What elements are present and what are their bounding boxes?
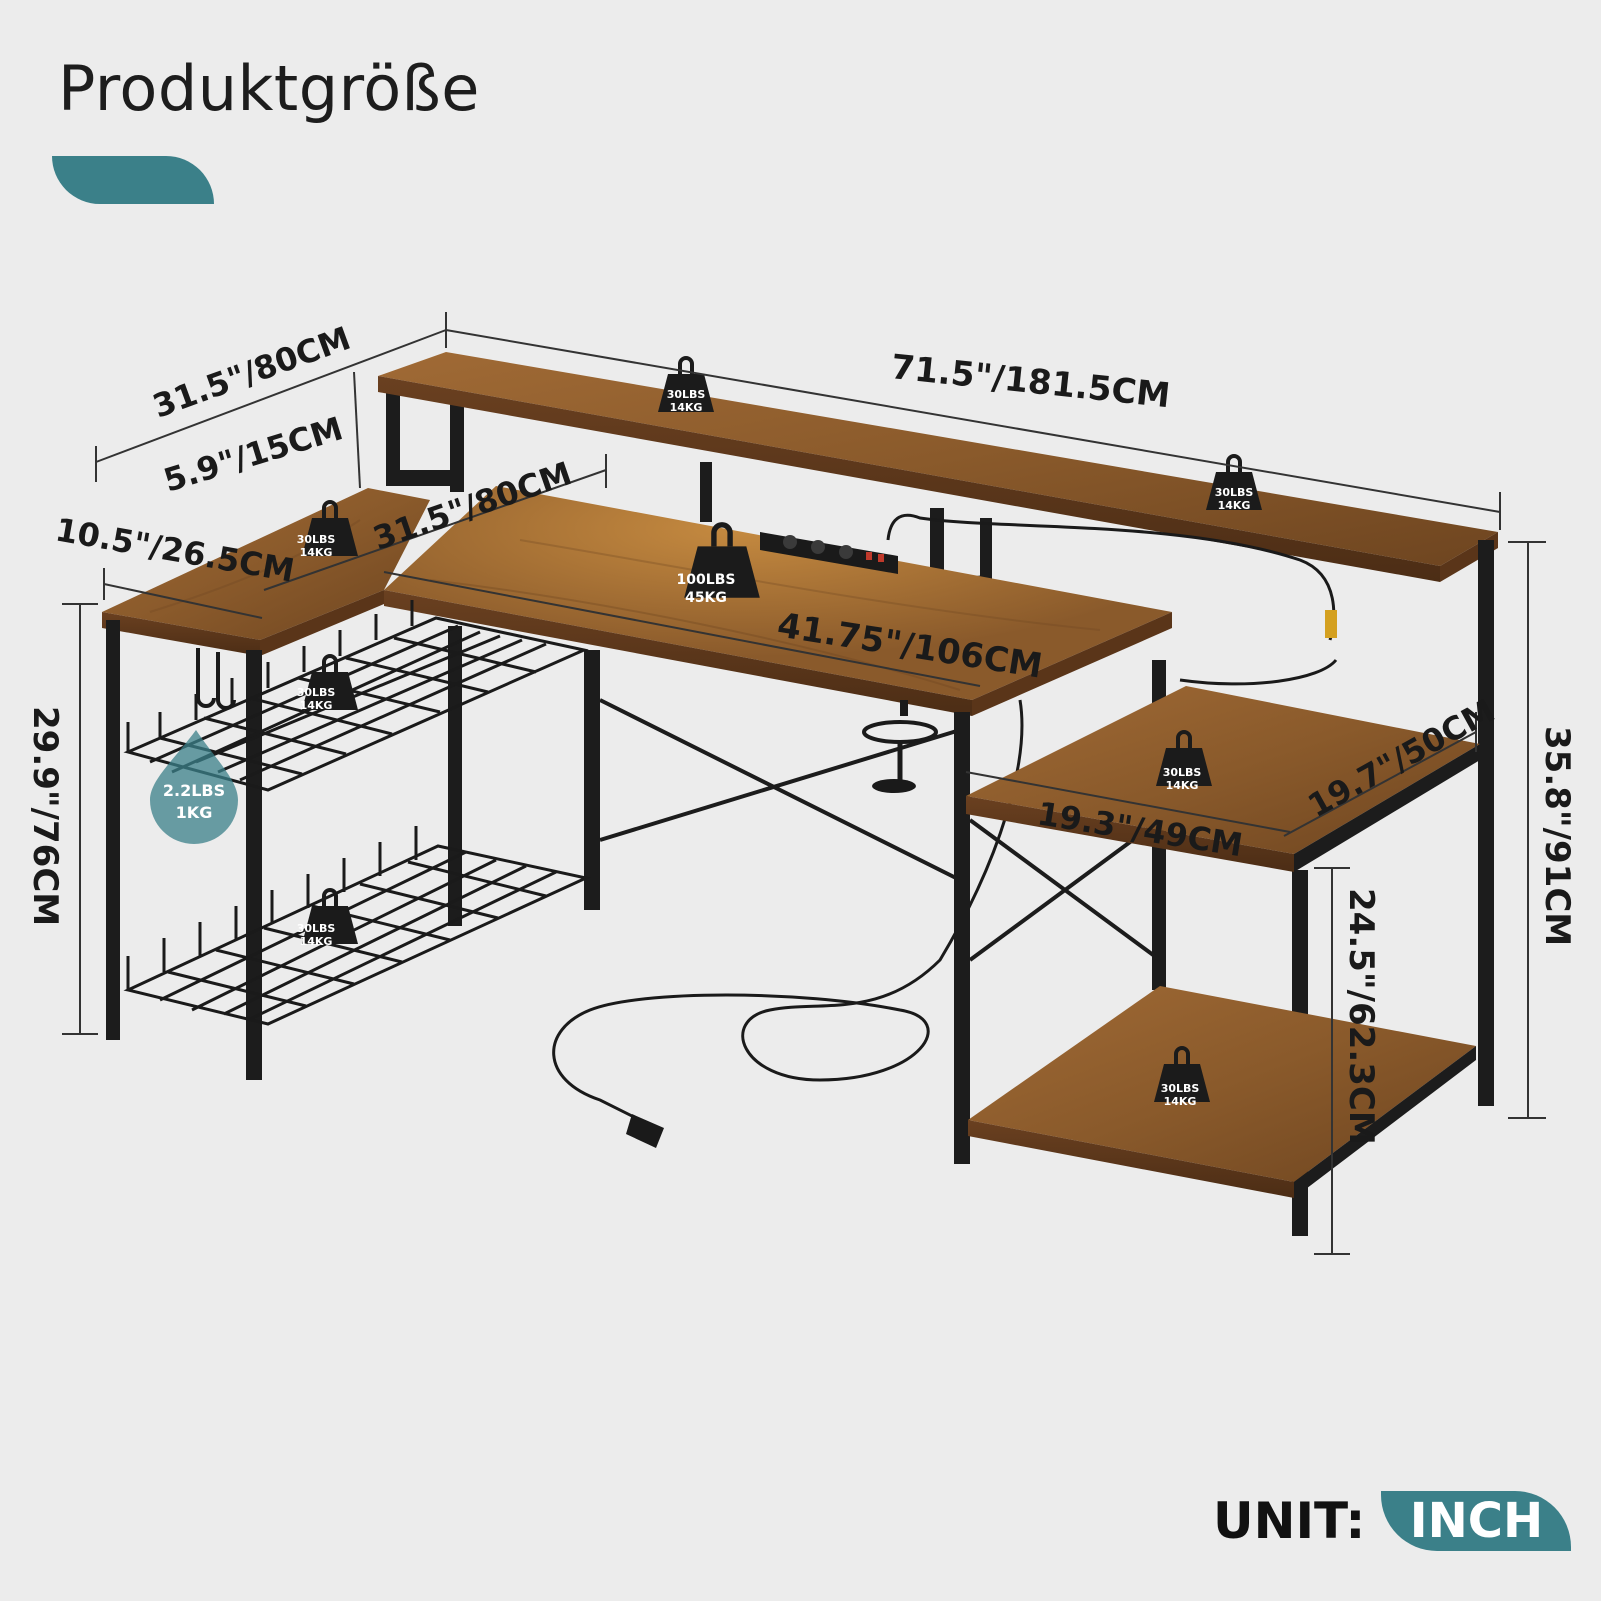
weight-hook-kg: 1KG <box>176 803 213 822</box>
weight-left-top-kg: 14KG <box>300 546 333 559</box>
cup-holder <box>862 700 938 793</box>
weight-lower-basket-lbs: 30LBS <box>297 922 336 935</box>
usb-cable <box>886 513 1336 641</box>
page-title: Produktgröße <box>58 52 480 125</box>
weight-bottom-shelf-lbs: 30LBS <box>1161 1082 1200 1095</box>
dim-total-height: 35.8"/91CM <box>1537 726 1577 946</box>
dim-shelf-height: 24.5"/62.3CM <box>1341 888 1381 1145</box>
dim-riser-depth: 5.9"/15CM <box>159 409 347 499</box>
weight-riser-right-lbs: 30LBS <box>1215 486 1254 499</box>
usb-cable-lower <box>1179 658 1338 686</box>
dim-total-depth: 31.5"/80CM <box>148 319 356 426</box>
weight-left-top-lbs: 30LBS <box>297 533 336 546</box>
unit-label: UNIT: <box>1213 1492 1366 1550</box>
power-plug <box>626 1114 664 1148</box>
unit-value-badge: INCH <box>1381 1491 1572 1551</box>
side-shelf <box>966 686 1480 872</box>
dim-total-width: 71.5"/181.5CM <box>889 347 1172 416</box>
title-accent-shape <box>52 156 214 204</box>
weight-riser-right-kg: 14KG <box>1218 499 1251 512</box>
hook-weight-drop <box>150 730 238 844</box>
side-hooks <box>196 648 236 710</box>
dimension-lines <box>62 312 1546 1255</box>
usb-plug <box>1325 610 1337 638</box>
power-cord <box>552 699 1024 1122</box>
back-right-leg <box>1478 540 1494 1106</box>
bottom-shelf <box>968 986 1476 1198</box>
mid-back-leg <box>584 650 600 910</box>
weight-hook-lbs: 2.2LBS <box>163 781 225 800</box>
power-strip <box>760 532 898 574</box>
weight-side-shelf-kg: 14KG <box>1166 779 1199 792</box>
unit-indicator: UNIT: INCH <box>1213 1490 1572 1552</box>
weight-riser-left-lbs: 30LBS <box>667 388 706 401</box>
lower-wire-basket <box>123 826 591 1026</box>
weight-side-shelf-lbs: 30LBS <box>1163 766 1202 779</box>
weight-upper-basket-kg: 14KG <box>300 699 333 712</box>
weight-desk-lbs: 100LBS <box>677 572 736 588</box>
dim-desk-height: 29.9"/76CM <box>25 706 65 926</box>
weight-bottom-shelf-kg: 14KG <box>1164 1095 1197 1108</box>
weight-desk-kg: 45KG <box>685 590 727 606</box>
weight-riser-left-kg: 14KG <box>670 401 703 414</box>
dim-left-top-width: 10.5"/26.5CM <box>53 510 298 589</box>
weight-upper-basket-lbs: 30LBS <box>297 686 336 699</box>
weight-lower-basket-kg: 14KG <box>300 935 333 948</box>
